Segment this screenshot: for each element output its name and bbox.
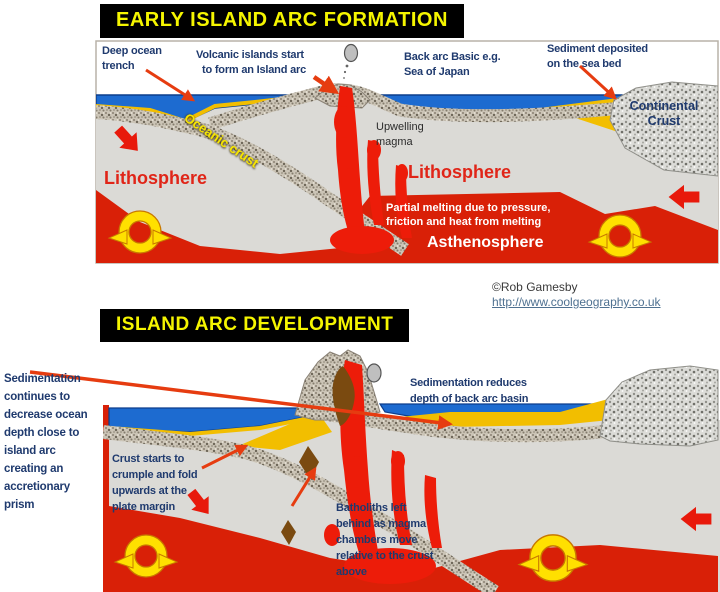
- panel2-title: ISLAND ARC DEVELOPMENT: [100, 309, 410, 342]
- panel2-left-edge: [103, 405, 109, 592]
- island-arrow: [312, 75, 340, 95]
- panel1-title: EARLY ISLAND ARC FORMATION: [100, 4, 464, 38]
- label-upwelling-magma: Upwelling magma: [376, 121, 424, 148]
- sedimentation-arrow: [29, 370, 453, 430]
- subducting-oceanic-crust-1: [96, 105, 409, 256]
- trench-arrow: [145, 68, 196, 102]
- panel2-leader-arrows: [29, 370, 453, 507]
- accretionary-prism: [238, 412, 332, 450]
- batholith-arrow: [290, 466, 317, 507]
- label-partial-melting: Partial melting due to pressure, frictio…: [386, 202, 551, 228]
- sediment-arrow: [578, 64, 617, 100]
- panel1-leader-arrows: [145, 64, 617, 102]
- label-crust-crumple: Crust starts to crumple and fold upwards…: [112, 453, 198, 513]
- label-sedimentation-continues: Sedimentation continues to decrease ocea…: [4, 373, 88, 511]
- label-batholiths: Batholiths left behind as magma chambers…: [336, 502, 434, 578]
- crumple-arrow: [201, 444, 249, 470]
- label-sedimentation-reduces: Sedimentation reduces depth of back arc …: [410, 377, 529, 405]
- label-sediment-deposited: Sediment deposited on the sea bed: [547, 43, 648, 70]
- credit-author: ©Rob Gamesby: [492, 280, 578, 294]
- label-back-arc: Back arc Basic e.g. Sea of Japan: [404, 51, 501, 78]
- label-lithosphere-left: Lithosphere: [104, 168, 208, 188]
- continental-crust-block-1: [609, 81, 718, 177]
- volcanic-smoke-icon: [364, 363, 382, 397]
- subducting-oceanic-crust-2: [103, 425, 499, 592]
- label-asthenosphere: Asthenosphere: [427, 234, 544, 251]
- credit-block: ©Rob Gamesby http://www.coolgeography.co…: [492, 280, 661, 310]
- label-continental-crust: Continental Crust: [629, 99, 699, 128]
- overriding-crust-1: [208, 83, 623, 131]
- volcanic-smoke-icon: [343, 43, 359, 79]
- label-lithosphere-right: Lithosphere: [408, 162, 512, 182]
- seafloor-sediment-1: [96, 95, 301, 124]
- credit-url-link[interactable]: http://www.coolgeography.co.uk: [492, 295, 661, 309]
- upwelling-magma-columns-1: [330, 86, 412, 254]
- label-deep-ocean-trench: Deep ocean trench: [102, 45, 162, 72]
- label-volcanic-islands: Volcanic islands start to form an Island…: [196, 49, 306, 76]
- continental-crust-block-2: [599, 365, 719, 447]
